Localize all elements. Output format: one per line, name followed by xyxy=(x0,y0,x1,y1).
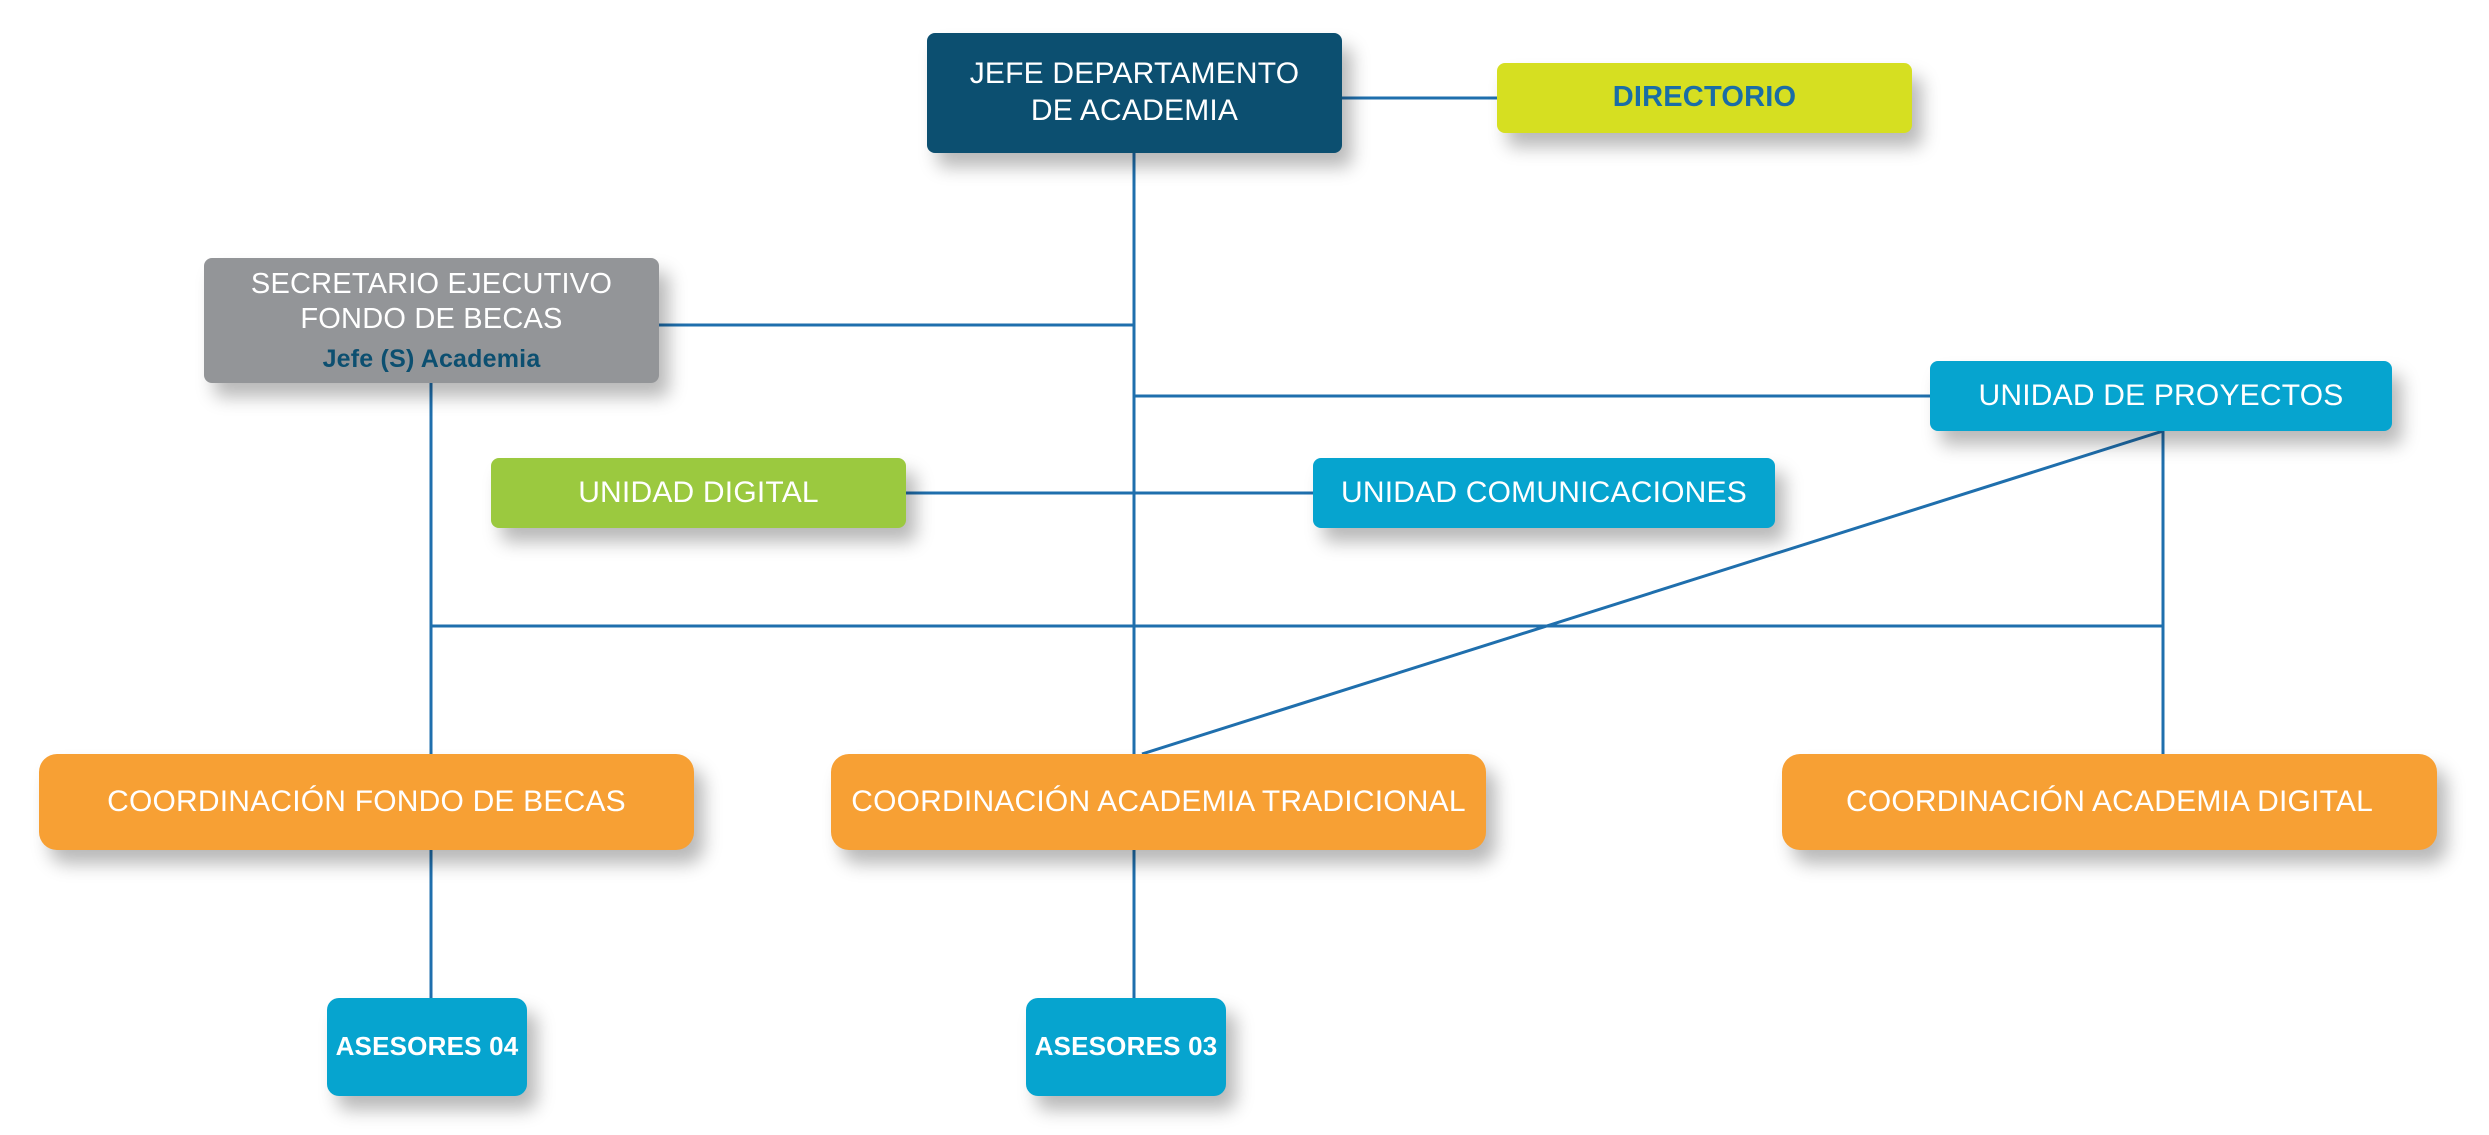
jefe-line2: DE ACADEMIA xyxy=(1030,94,1239,127)
directorio-label: DIRECTORIO xyxy=(1612,81,1797,114)
coordinacion-fondo-becas-box: COORDINACIÓN FONDO DE BECAS xyxy=(39,754,694,850)
coordinacion-fondo-becas-label: COORDINACIÓN FONDO DE BECAS xyxy=(107,784,626,818)
secretario-line1: SECRETARIO EJECUTIVO xyxy=(250,267,613,300)
jefe-departamento-box: JEFE DEPARTAMENTO DE ACADEMIA xyxy=(927,33,1342,153)
unidad-comunicaciones-box: UNIDAD COMUNICACIONES xyxy=(1313,458,1775,528)
secretario-subtitle: Jefe (S) Academia xyxy=(322,344,541,373)
connector-proyectos-diagonal xyxy=(1141,429,2164,756)
unidad-proyectos-box: UNIDAD DE PROYECTOS xyxy=(1930,361,2392,431)
coordinacion-academia-digital-box: COORDINACIÓN ACADEMIA DIGITAL xyxy=(1782,754,2437,850)
coordinacion-academia-tradicional-label: COORDINACIÓN ACADEMIA TRADICIONAL xyxy=(851,784,1466,818)
asesores-04-box: ASESORES 04 xyxy=(327,998,527,1096)
unidad-comunicaciones-label: UNIDAD COMUNICACIONES xyxy=(1341,475,1747,509)
asesores-03-label: ASESORES 03 xyxy=(1034,1031,1218,1062)
unidad-digital-label: UNIDAD DIGITAL xyxy=(578,475,819,509)
directorio-box: DIRECTORIO xyxy=(1497,63,1912,133)
asesores-04-label: ASESORES 04 xyxy=(335,1031,519,1062)
unidad-proyectos-label: UNIDAD DE PROYECTOS xyxy=(1978,378,2344,412)
asesores-03-box: ASESORES 03 xyxy=(1026,998,1226,1096)
jefe-line1: JEFE DEPARTAMENTO xyxy=(969,57,1300,91)
coordinacion-academia-tradicional-box: COORDINACIÓN ACADEMIA TRADICIONAL xyxy=(831,754,1486,850)
secretario-ejecutivo-box: SECRETARIO EJECUTIVO FONDO DE BECAS Jefe… xyxy=(204,258,659,383)
unidad-digital-box: UNIDAD DIGITAL xyxy=(491,458,906,528)
coordinacion-academia-digital-label: COORDINACIÓN ACADEMIA DIGITAL xyxy=(1846,784,2373,818)
secretario-line2: FONDO DE BECAS xyxy=(300,303,563,336)
